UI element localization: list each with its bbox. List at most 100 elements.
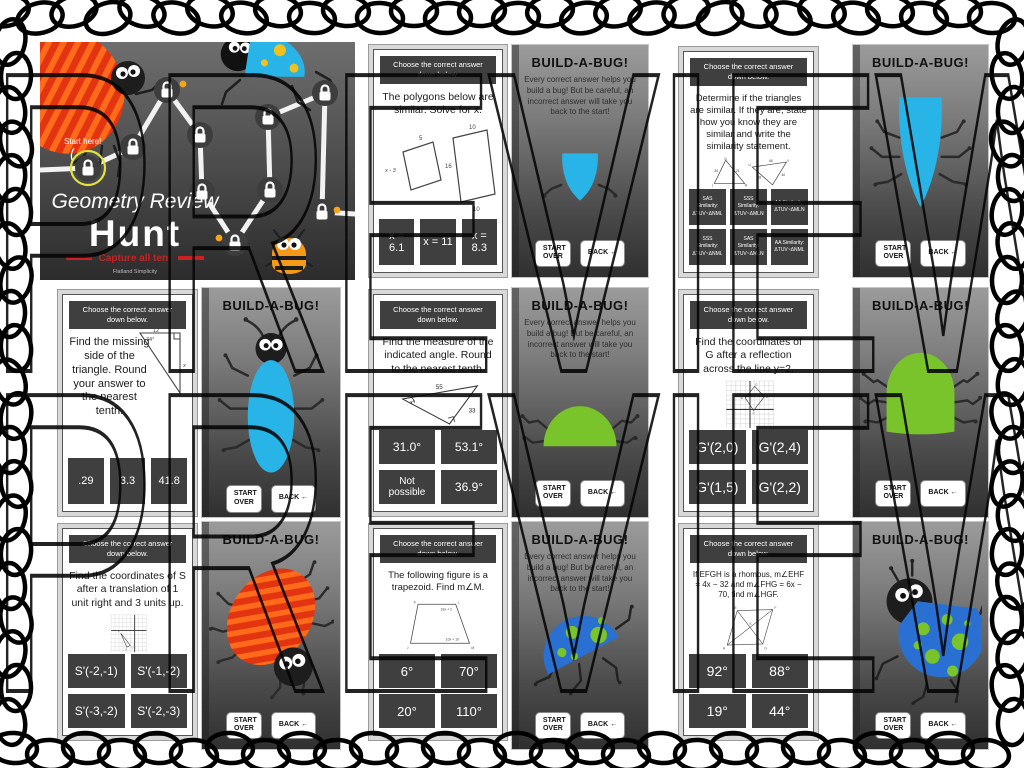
question-prompt: The polygons below are similar. Solve fo… — [382, 91, 494, 117]
lock[interactable] — [222, 230, 248, 256]
svg-text:V: V — [787, 159, 790, 163]
lock[interactable] — [189, 179, 215, 205]
answer-option[interactable]: x = 6.1 — [379, 219, 415, 265]
question-card-missing-side: Choose the correct answer down below. Fi… — [57, 289, 198, 517]
answer-option[interactable]: Not possible — [379, 470, 435, 504]
answer-option[interactable]: S'(-2,-3) — [130, 694, 187, 728]
start-over-button[interactable]: START OVER — [534, 239, 571, 267]
question-prompt: The following figure is a trapezoid. Fin… — [388, 570, 488, 594]
svg-text:F: F — [774, 606, 776, 610]
start-over-button[interactable]: START OVER — [225, 711, 262, 739]
lock[interactable] — [187, 122, 213, 148]
svg-text:F: F — [753, 411, 755, 415]
figure-trapezoid: K L J M 18x + 2 10x + 10 — [407, 601, 475, 650]
start-over-button[interactable]: START OVER — [875, 711, 912, 739]
answer-option[interactable]: S'(-1,-2) — [130, 654, 187, 688]
answer-option[interactable]: .29 — [68, 458, 104, 504]
svg-text:48: 48 — [769, 159, 773, 163]
back-button[interactable]: BACK ← — [579, 711, 626, 739]
bug-card-title: BUILD-A-BUG! — [872, 298, 969, 313]
back-button[interactable]: BACK ← — [920, 479, 966, 507]
instruction-banner: Choose the correct answer down below. — [690, 58, 807, 87]
bug-card-title: BUILD-A-BUG! — [531, 55, 629, 70]
back-button[interactable]: BACK ← — [579, 479, 626, 507]
tagline: Capture all ten! — [99, 253, 172, 264]
answer-option[interactable]: G'(2,0) — [689, 430, 746, 464]
answer-option[interactable]: 44° — [751, 694, 808, 728]
answer-option[interactable]: S'(-2,-1) — [68, 654, 125, 688]
svg-text:12: 12 — [153, 328, 159, 334]
lock[interactable] — [312, 80, 338, 106]
svg-text:K: K — [414, 601, 417, 605]
answer-option[interactable]: x = 8.3 — [461, 219, 497, 265]
bug-card-title: BUILD-A-BUG! — [222, 298, 320, 313]
credit: Flatland Simplicity — [113, 269, 158, 275]
script-title: Geometry Review — [52, 190, 221, 213]
svg-text:J: J — [407, 646, 409, 650]
answer-option[interactable]: x = 11 — [420, 219, 456, 265]
answer-option[interactable]: SSS Similarity: ΔTUV~ΔMLN — [730, 189, 767, 225]
answer-option[interactable]: 70° — [441, 654, 497, 688]
lock[interactable] — [120, 134, 146, 160]
lock[interactable] — [257, 177, 283, 203]
answer-option[interactable]: AA Similarity: ΔTUV~ΔNML — [771, 229, 808, 265]
answer-option[interactable]: 53.1° — [441, 430, 497, 464]
svg-text:N: N — [724, 157, 727, 161]
build-a-bug-card-4: BUILD-A-BUG! Every correct answer helps … — [511, 287, 649, 518]
answer-option[interactable]: AA Similarity: ΔTUV~ΔMLN — [771, 189, 808, 225]
bug-card-instructions: Every correct answer helps you build a b… — [524, 318, 636, 360]
orange-bug — [265, 229, 313, 274]
answer-option[interactable]: S'(-3,-2) — [68, 694, 125, 728]
bug-green-dome-icon — [520, 406, 640, 447]
answer-option[interactable]: G'(1,5) — [689, 470, 746, 504]
start-over-button[interactable]: START OVER — [875, 479, 912, 507]
instruction-banner: Choose the correct answer down below. — [69, 535, 186, 564]
back-button[interactable]: BACK ← — [270, 711, 317, 739]
back-button[interactable]: BACK ← — [579, 239, 626, 267]
figure-two-triangles: N L M 30 21 U V 48 28 40 — [712, 157, 790, 187]
back-button[interactable]: BACK ← — [920, 239, 966, 267]
start-over-button[interactable]: START OVER — [875, 239, 912, 267]
start-over-button[interactable]: START OVER — [534, 711, 571, 739]
answer-option[interactable]: 110° — [441, 694, 497, 728]
back-button[interactable]: BACK ← — [920, 711, 966, 739]
build-a-bug-card-8: BUILD-A-BUG! ST — [852, 521, 989, 750]
start-over-button[interactable]: START OVER — [534, 479, 571, 507]
svg-text:M: M — [471, 646, 474, 650]
svg-text:74°: 74° — [146, 337, 154, 343]
question-card-translation: Choose the correct answer down below. Fi… — [57, 523, 198, 741]
lock[interactable] — [255, 104, 281, 130]
back-button[interactable]: BACK ← — [270, 485, 317, 513]
bug-card-title: BUILD-A-BUG! — [222, 532, 320, 547]
answer-option[interactable]: G'(2,4) — [751, 430, 808, 464]
answer-option[interactable]: 19° — [689, 694, 746, 728]
answer-option[interactable]: 92° — [689, 654, 746, 688]
svg-text:30: 30 — [714, 169, 718, 173]
answer-option[interactable]: 20° — [379, 694, 435, 728]
question-card-reflection: Choose the correct answer down below. Fi… — [678, 289, 819, 517]
answer-option[interactable]: 88° — [751, 654, 808, 688]
bug-body-seed-icon — [542, 153, 618, 201]
instruction-banner: Choose the correct answer down below. — [380, 56, 496, 85]
answer-option[interactable]: 41.8 — [151, 458, 187, 504]
answer-option[interactable]: SAS Similarity: ΔTUV~ΔNML — [689, 189, 726, 225]
svg-text:L: L — [458, 601, 460, 605]
main-title: Hunt — [89, 213, 181, 254]
lock[interactable] — [309, 199, 335, 225]
answer-option[interactable]: SAS Similarity: ΔTUV~ΔMLN — [730, 229, 767, 265]
answer-option[interactable]: SSS Similarity: ΔTUV~ΔNML — [689, 229, 726, 265]
lock-start[interactable] — [69, 149, 107, 187]
svg-text:E: E — [741, 396, 743, 400]
svg-text:10: 10 — [473, 207, 480, 213]
build-a-bug-card-1: BUILD-A-BUG! Every correct answer helps … — [511, 44, 649, 278]
svg-text:U: U — [132, 646, 134, 649]
lock[interactable] — [154, 77, 180, 103]
answer-option[interactable]: G'(2,2) — [751, 470, 808, 504]
answer-option[interactable]: 36.9° — [441, 470, 497, 504]
bug-card-title: BUILD-A-BUG! — [872, 532, 969, 547]
start-over-button[interactable]: START OVER — [225, 485, 262, 513]
answer-option[interactable]: 31.0° — [379, 430, 435, 464]
answer-option[interactable]: 3.3 — [109, 458, 146, 504]
answer-option[interactable]: 6° — [379, 654, 435, 688]
